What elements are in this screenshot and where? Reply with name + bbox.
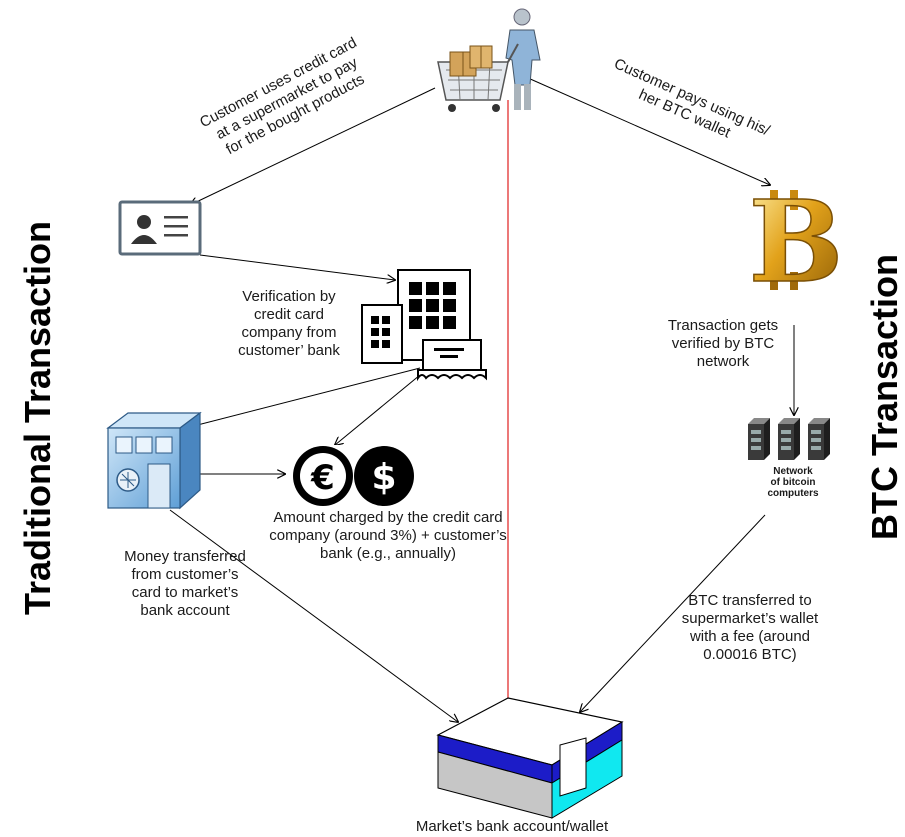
arrow-bank-to-market bbox=[169, 509, 458, 722]
market-account-label: Market’s bank account/wallet bbox=[415, 818, 609, 835]
network-line3: computers bbox=[767, 488, 819, 499]
arrow-network-to-market bbox=[580, 514, 766, 712]
arrow-company-to-charges bbox=[335, 374, 421, 445]
currency-coins-icon: € $ bbox=[288, 445, 420, 507]
bitcoin-network-label: Network of bitcoin computers bbox=[738, 466, 848, 499]
svg-text:B: B bbox=[749, 177, 844, 308]
credit-card-icon bbox=[118, 200, 202, 256]
arrow-cart-to-bitcoin bbox=[527, 77, 770, 185]
amount-charged-label: Amount charged by the credit card compan… bbox=[269, 509, 507, 562]
btc-verified-label: Transaction gets verified by BTC network bbox=[667, 317, 779, 370]
btc-transaction-title: BTC Transaction bbox=[864, 253, 905, 541]
bitcoin-icon: B bbox=[748, 176, 844, 309]
verification-label: Verification by credit card company from… bbox=[238, 288, 340, 359]
shopper-cart-icon bbox=[437, 8, 541, 112]
btc-transferred-label: BTC transferred to supermarket’s wallet … bbox=[681, 592, 819, 663]
euro-icon: € bbox=[310, 458, 335, 498]
money-transferred-label: Money transferred from customer’s card t… bbox=[124, 548, 246, 619]
network-line2: of bitcoin bbox=[770, 477, 816, 488]
market-building-icon bbox=[436, 697, 624, 819]
arrow-card-to-company bbox=[199, 254, 395, 280]
traditional-transaction-title: Traditional Transaction bbox=[17, 220, 58, 616]
credit-card-company-icon bbox=[361, 269, 487, 382]
customer-bank-icon bbox=[106, 411, 202, 510]
bitcoin-network-icon bbox=[748, 418, 830, 460]
arrow-company-to-bank bbox=[178, 367, 421, 430]
network-line1: Network bbox=[773, 466, 813, 477]
arrow-cart-to-card bbox=[190, 87, 436, 205]
dollar-icon: $ bbox=[371, 457, 396, 498]
